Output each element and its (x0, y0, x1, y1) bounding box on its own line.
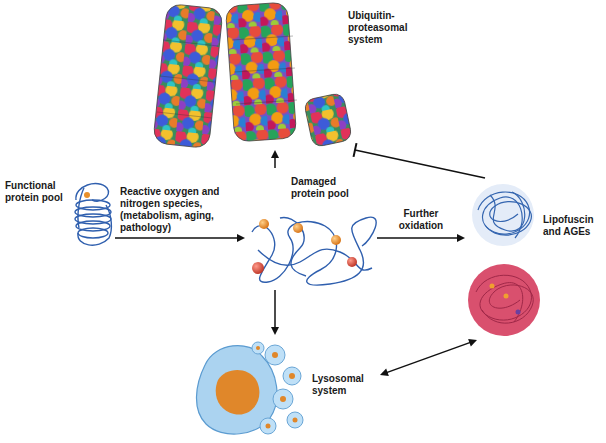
connector (271, 290, 279, 335)
node-label: Damaged protein pool (291, 176, 361, 200)
arrow-head (380, 369, 389, 377)
node-label: Lipofuscin and AGEs (543, 214, 601, 238)
edge-label-box: Further oxidation (384, 208, 458, 232)
arrow-head (457, 234, 465, 242)
arrow-head (237, 234, 245, 242)
connector-line (355, 150, 485, 178)
connector-line (115, 237, 238, 239)
connector (377, 234, 465, 242)
connector (354, 143, 485, 178)
illustrated-node: Functional protein pool (3, 172, 115, 250)
arrow-head (271, 327, 279, 335)
illustrated-node: Ubiquitin-proteasomal system (150, 2, 426, 150)
connector (380, 339, 477, 376)
edge-label-box: Reactive oxygen and nitrogen species, (m… (120, 186, 232, 234)
node-label: Functional protein pool (5, 180, 69, 204)
connector-line (377, 237, 458, 239)
inhibition-bar (354, 143, 357, 157)
connector (271, 150, 279, 168)
connector-line (387, 342, 471, 372)
connector (115, 234, 245, 242)
connector-line (274, 157, 276, 168)
connector-line (274, 290, 276, 328)
edge-label: Reactive oxygen and nitrogen species, (m… (120, 186, 232, 234)
node-label: Ubiquitin-proteasomal system (348, 10, 422, 46)
edge-label: Further oxidation (384, 208, 458, 232)
arrow-head (271, 150, 279, 158)
illustrated-node: Lipofuscin and AGEs (465, 178, 604, 340)
illustrated-node: Lysosomal system (190, 335, 380, 440)
arrow-head (468, 339, 477, 347)
node-label: Lysosomal system (312, 373, 374, 397)
illustrated-node: Damaged protein pool (245, 168, 377, 290)
